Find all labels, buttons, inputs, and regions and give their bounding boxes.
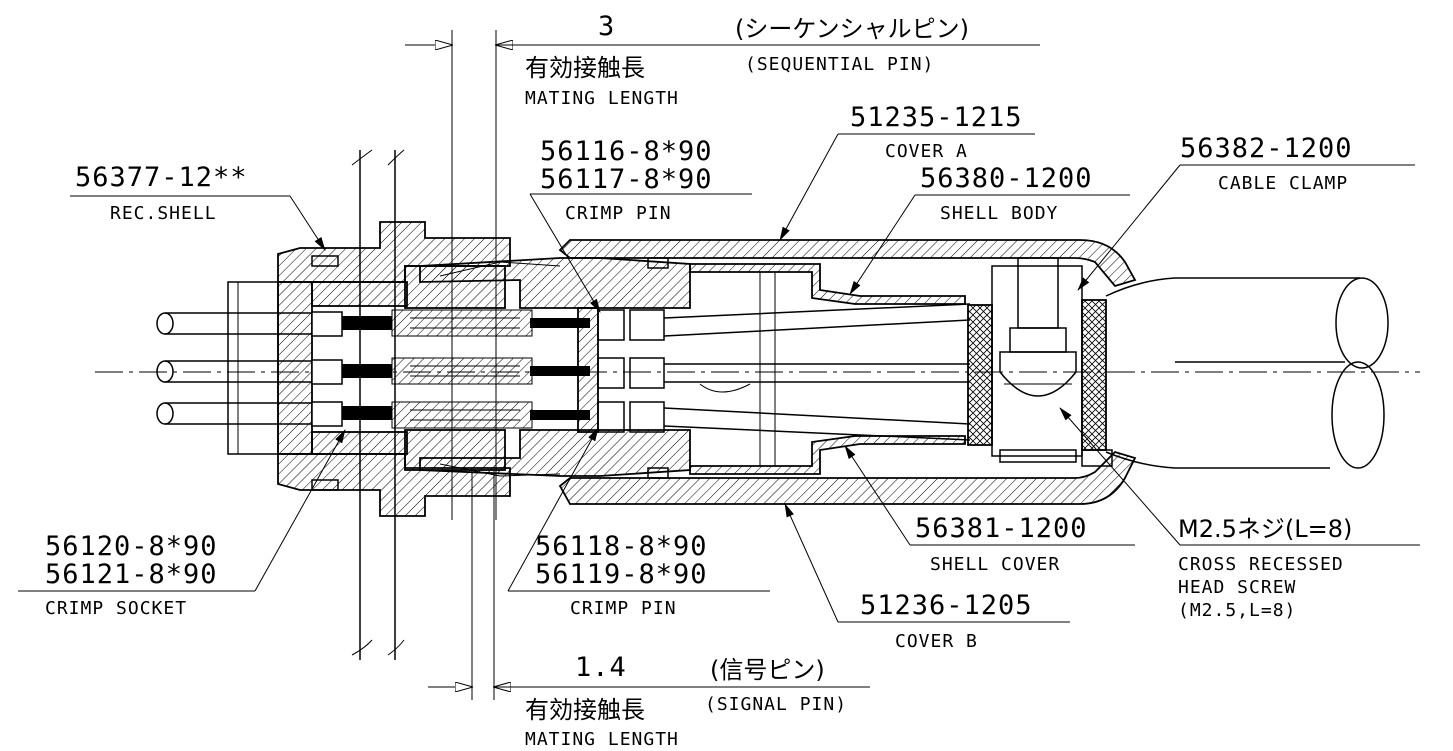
plug-insert	[419, 257, 691, 477]
crimp-socket-part1: 56120-8*90	[45, 531, 218, 562]
callout-shell-cover: 56381-1200 SHELL COVER	[844, 445, 1135, 575]
mating-bottom-jp-type: (信号ピン)	[710, 656, 825, 684]
rec-shell-part: 56377-12**	[75, 162, 248, 193]
callout-screw: M2.5ネジ(L=8) CROSS RECESSED HEAD SCREW (M…	[1059, 407, 1420, 621]
cover-b-part: 51236-1205	[860, 590, 1033, 621]
cable-clamp-name: CABLE CLAMP	[1218, 173, 1348, 194]
cable-clamp-assembly	[967, 257, 1113, 467]
callout-crimp-socket: 56120-8*90 56121-8*90 CRIMP SOCKET	[18, 429, 346, 619]
callout-rec-shell: 56377-12** REC.SHELL	[70, 162, 326, 251]
shell-body-part: 56380-1200	[920, 163, 1093, 194]
mating-top-jp-type: (シーケンシャルピン)	[735, 15, 969, 43]
callout-cable-clamp: 56382-1200 CABLE CLAMP	[1077, 133, 1415, 291]
callout-cover-b: 51236-1205 COVER B	[784, 503, 1070, 652]
mating-dimension-bottom: 1.4 (信号ピン) (SIGNAL PIN) 有効接触長 MATING LEN…	[428, 470, 870, 750]
crimp-pin-top-name: CRIMP PIN	[565, 203, 672, 224]
mating-bottom-en-type: (SIGNAL PIN)	[705, 694, 847, 715]
callout-crimp-pin-top: 56116-8*90 56117-8*90 CRIMP PIN	[529, 136, 752, 313]
cable-clamp-part: 56382-1200	[1180, 133, 1353, 164]
mating-bottom-jp-label: 有効接触長	[525, 696, 645, 724]
screw-line2: HEAD SCREW	[1178, 577, 1296, 598]
mating-top-jp-label: 有効接触長	[525, 54, 645, 82]
contact-insert	[311, 265, 533, 471]
crimp-pin-bottom-name: CRIMP PIN	[570, 598, 677, 619]
rec-shell-name: REC.SHELL	[110, 203, 217, 224]
cover-a-section	[558, 239, 1137, 288]
screw-line1: CROSS RECESSED	[1178, 554, 1344, 575]
crimp-pin-bottom-part1: 56118-8*90	[535, 531, 708, 562]
mating-top-en-type: (SEQUENTIAL PIN)	[745, 54, 934, 75]
crimp-socket-part2: 56121-8*90	[45, 559, 218, 590]
crimp-socket-name: CRIMP SOCKET	[45, 598, 187, 619]
cover-b-name: COVER B	[895, 631, 978, 652]
mating-top-en-label: MATING LENGTH	[525, 88, 679, 109]
crimp-pin-top-part1: 56116-8*90	[540, 136, 713, 167]
callout-crimp-pin-bottom: 56118-8*90 56119-8*90 CRIMP PIN	[507, 427, 770, 619]
cover-a-part: 51235-1215	[850, 102, 1023, 133]
crimp-pin-top-part2: 56117-8*90	[540, 164, 713, 195]
shell-body-name: SHELL BODY	[940, 203, 1058, 224]
cover-a-name: COVER A	[885, 141, 968, 162]
mating-bottom-dim: 1.4	[575, 652, 627, 683]
callout-cover-a: 51235-1215 COVER A	[779, 102, 1035, 241]
shell-body	[689, 263, 966, 475]
screw-part: M2.5ネジ(L=8)	[1178, 515, 1352, 543]
screw-line3: (M2.5,L=8)	[1178, 600, 1296, 621]
shell-cover-part: 56381-1200	[915, 513, 1088, 544]
shell-cover-name: SHELL COVER	[930, 554, 1060, 575]
callout-shell-body: 56380-1200 SHELL BODY	[849, 163, 1130, 295]
mating-dimension-top: 3 (シーケンシャルピン) (SEQUENTIAL PIN) 有効接触長 MAT…	[405, 11, 1040, 520]
mating-bottom-en-label: MATING LENGTH	[525, 729, 679, 750]
right-cable	[1105, 277, 1389, 469]
crimp-pin-bottom-part2: 56119-8*90	[535, 559, 708, 590]
cover-b-section	[558, 450, 1137, 505]
mating-top-dim: 3	[598, 11, 615, 42]
